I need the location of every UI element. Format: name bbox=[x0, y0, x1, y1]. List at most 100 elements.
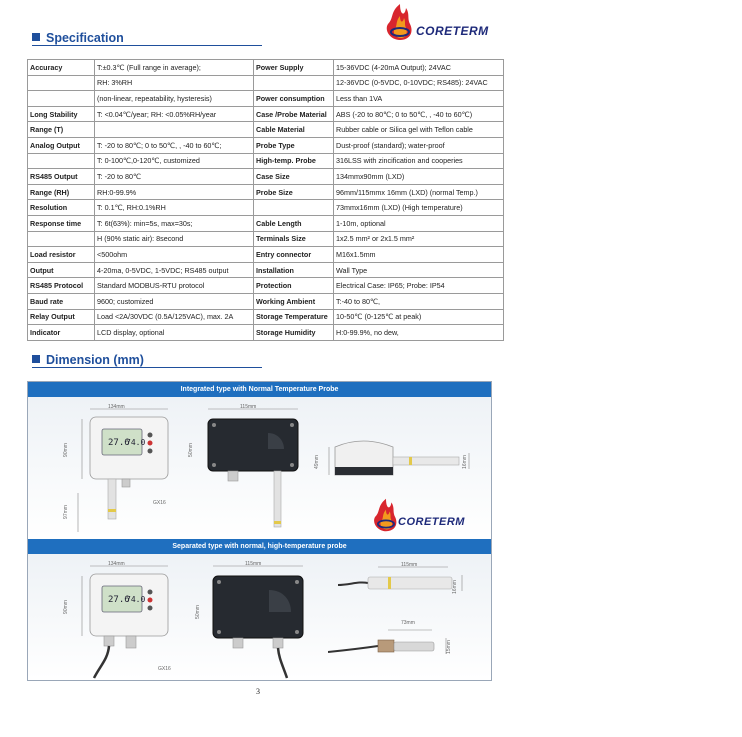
spec-key-cell: RS485 Protocol bbox=[27, 277, 95, 294]
spec-value-cell: T: 0.1℃, RH:0.1%RH bbox=[94, 199, 254, 216]
spec-value-cell: Load <2A/30VDC (0.5A/125VAC), max. 2A bbox=[94, 308, 254, 326]
dim-label-gx16: GX16 bbox=[153, 500, 166, 506]
spec-key-cell: Power consumption bbox=[253, 90, 334, 107]
dim-label-gx16b: GX16 bbox=[158, 666, 171, 672]
spec-value-cell: T: <0.04℃/year; RH: <0.05%RH/year bbox=[94, 105, 254, 123]
spec-value-cell: <500ohm bbox=[94, 246, 254, 263]
spec-key-cell: Response time bbox=[27, 214, 95, 232]
dim-label-115: 115mm bbox=[240, 404, 257, 410]
dim-label-134: 134mm bbox=[108, 404, 125, 410]
spec-key-cell: Terminals Size bbox=[253, 230, 334, 248]
integrated-type-band: Integrated type with Normal Temperature … bbox=[28, 382, 491, 397]
spec-value-cell: T:-40 to 80℃, bbox=[333, 292, 504, 310]
spec-key-cell: Entry connector bbox=[253, 246, 334, 263]
spec-value-cell: T: 0-100℃,0-120℃, customized bbox=[94, 152, 254, 170]
dim-label-97: 97mm bbox=[62, 505, 69, 519]
dim-label-49: 49mm bbox=[313, 455, 320, 469]
spec-key-cell: Baud rate bbox=[27, 292, 95, 310]
spec-value-cell: T: -20 to 80℃ bbox=[94, 168, 254, 185]
spec-value-cell: T: -20 to 80℃; 0 to 50℃, , -40 to 60℃; bbox=[94, 136, 254, 154]
normal-probe-view bbox=[338, 566, 463, 591]
spec-key-cell bbox=[253, 199, 334, 216]
spec-row: (non-linear, repeatability, hysteresis)P… bbox=[27, 90, 504, 107]
spec-key-cell: Range (T) bbox=[27, 121, 95, 138]
spec-underline bbox=[32, 45, 262, 46]
spec-key-cell bbox=[253, 74, 334, 92]
dim-label-16b: 16mm bbox=[451, 580, 458, 594]
spec-value-cell: 134mmx90mm (LXD) bbox=[333, 168, 504, 185]
spec-value-cell: 96mm/115mmx 16mm (LXD) (normal Temp.) bbox=[333, 183, 504, 201]
spec-key-cell: Resolution bbox=[27, 199, 95, 216]
spec-key-cell: Probe Size bbox=[253, 183, 334, 201]
dim-label-16: 16mm bbox=[461, 455, 468, 469]
spec-key-cell bbox=[27, 230, 95, 248]
spec-value-cell: LCD display, optional bbox=[94, 324, 254, 341]
high-temp-probe-view bbox=[328, 629, 447, 654]
spec-key-cell: Range (RH) bbox=[27, 183, 95, 201]
spec-value-cell: T: 6t(63%): min=5s, max=30s; bbox=[94, 214, 254, 232]
spec-key-cell: Analog Output bbox=[27, 136, 95, 154]
spec-key-cell: Load resistor bbox=[27, 246, 95, 263]
spec-key-cell: Storage Humidity bbox=[253, 324, 334, 341]
spec-key-cell: Installation bbox=[253, 261, 334, 279]
integrated-back-view bbox=[207, 408, 299, 528]
bullet-square-icon bbox=[32, 355, 40, 363]
dim-label-50b: 50mm bbox=[194, 605, 201, 619]
spec-value-cell: 15-36VDC (4-20mA Output); 24VAC bbox=[333, 59, 504, 76]
spec-value-cell: 1x2.5 mm² or 2x1.5 mm² bbox=[333, 230, 504, 248]
spec-value-cell: 1-10m, optional bbox=[333, 214, 504, 232]
spec-key-cell: Cable Material bbox=[253, 121, 334, 138]
separated-type-band: Separated type with normal, high-tempera… bbox=[28, 539, 491, 554]
spec-value-cell: RH: 3%RH bbox=[94, 74, 254, 92]
spec-key-cell: Power Supply bbox=[253, 59, 334, 76]
spec-value-cell: 4-20ma, 0-5VDC, 1-5VDC; RS485 output bbox=[94, 261, 254, 279]
coreterm-logo-middle: CORETERM bbox=[368, 497, 468, 537]
spec-value-cell: 316LSS with zincification and cooperies bbox=[333, 152, 504, 170]
spec-value-cell: Rubber cable or Silica gel with Teflon c… bbox=[333, 121, 504, 138]
spec-key-cell bbox=[27, 152, 95, 170]
spec-key-cell: Accuracy bbox=[27, 59, 95, 76]
spec-value-cell: Standard MODBUS-RTU protocol bbox=[94, 277, 254, 294]
spec-value-cell: Electrical Case: IP65; Probe: IP54 bbox=[333, 277, 504, 294]
dim-label-50: 50mm bbox=[187, 443, 194, 457]
spec-value-cell: 10-50℃ (0-125℃ at peak) bbox=[333, 308, 504, 326]
bullet-square-icon bbox=[32, 33, 40, 41]
separated-back-view bbox=[212, 565, 304, 679]
spec-key-cell: Protection bbox=[253, 277, 334, 294]
spec-key-cell: Case /Probe Material bbox=[253, 105, 334, 123]
spec-value-cell bbox=[94, 121, 254, 138]
lcd-temp-text: 27.6 bbox=[108, 595, 130, 605]
spec-section-title: Specification bbox=[32, 31, 124, 45]
spec-value-cell: RH:0-99.9% bbox=[94, 183, 254, 201]
separated-front-view: 27.6 74.0 bbox=[81, 565, 169, 679]
lcd-temp-text: 27.6 bbox=[108, 438, 130, 448]
integrated-front-view: 27.6 74.0 bbox=[77, 408, 169, 532]
dimension-drawing: Integrated type with Normal Temperature … bbox=[27, 381, 492, 681]
coreterm-logo: CORETERM bbox=[380, 2, 495, 42]
spec-value-cell: H:0-99.9%, no dew, bbox=[333, 324, 504, 341]
spec-value-cell: M16x1.5mm bbox=[333, 246, 504, 263]
spec-value-cell: Less than 1VA bbox=[333, 90, 504, 107]
dim-label-115c: 115mm bbox=[401, 562, 418, 568]
spec-key-cell: Relay Output bbox=[27, 308, 95, 326]
spec-key-cell: Long Stability bbox=[27, 105, 95, 123]
spec-key-cell: Case Size bbox=[253, 168, 334, 185]
separated-type-panel: 27.6 74.0 134mm 90mm GX16 115mm 50mm bbox=[28, 554, 491, 679]
spec-value-cell: H (90% static air): 8second bbox=[94, 230, 254, 248]
page-number: 3 bbox=[256, 687, 260, 696]
